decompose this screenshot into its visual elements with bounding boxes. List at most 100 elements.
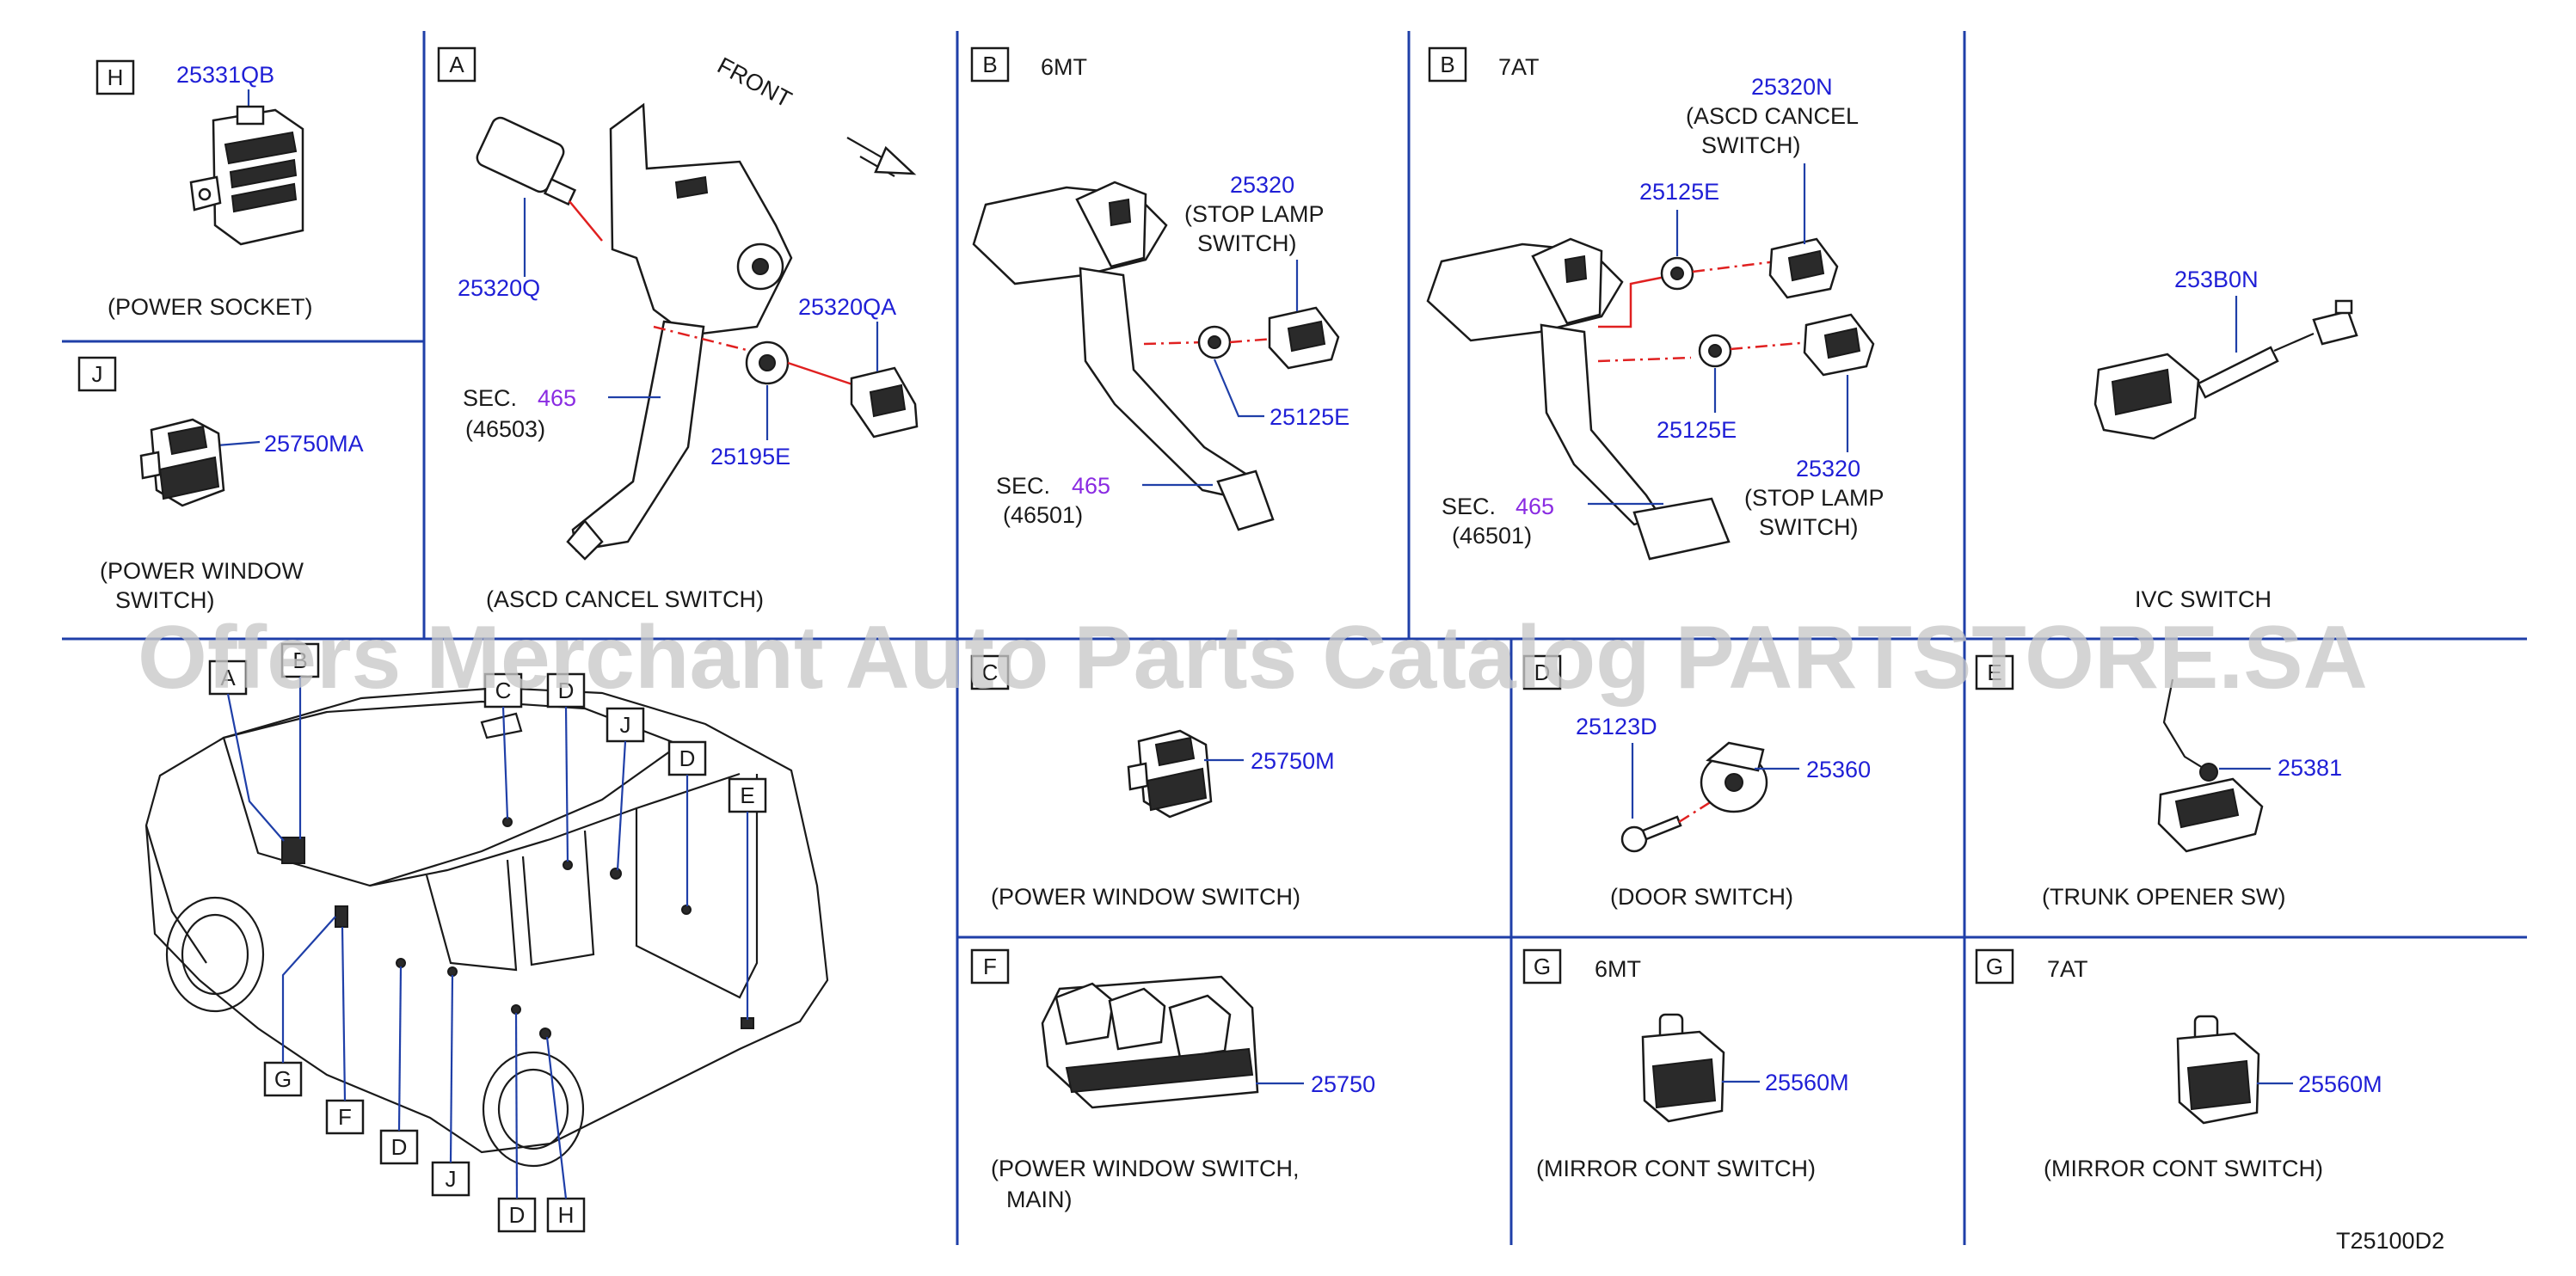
callout-d3[interactable]: D	[379, 966, 419, 1165]
panel-c: C 25750M (POWER WINDOW SWITCH)	[970, 654, 1335, 910]
panel-h-caption: (POWER SOCKET)	[108, 294, 313, 320]
panel-a: A FRONT 25320Q 25195E	[437, 46, 919, 612]
panel-a-part-bracket[interactable]: 25195E	[710, 444, 790, 469]
panel-e: E 25381 (TRUNK OPENER SW)	[1975, 654, 2342, 910]
vehicle-body-icon	[144, 686, 829, 1168]
ivc-caption: IVC SWITCH	[2135, 586, 2272, 612]
callout-j1[interactable]: J	[606, 707, 645, 871]
svg-text:J: J	[446, 1166, 457, 1192]
panel-g6-part-number[interactable]: 25560M	[1765, 1070, 1849, 1095]
panel-b7-n-line1: (ASCD CANCEL	[1686, 103, 1859, 129]
panel-g6-tag: G	[1534, 954, 1551, 979]
panel-b-6mt: B 6MT 25320 (STOP LAMP SWITCH) 25125E SE…	[970, 46, 1349, 531]
panel-b7-part-nut-top[interactable]: 25125E	[1639, 179, 1719, 205]
panel-b7-sec-ref: (46501)	[1452, 523, 1532, 549]
panel-d: D 25123D 25360 (DOOR SWITCH)	[1522, 654, 1871, 910]
svg-text:E: E	[740, 782, 754, 808]
svg-text:B: B	[292, 647, 307, 673]
trunk-opener-icon	[2157, 678, 2264, 853]
panel-g7-tag: G	[1986, 954, 2003, 979]
panel-j: J 25750MA (POWER WINDOW SWITCH)	[77, 356, 364, 613]
nut-7at-top-icon	[1660, 256, 1694, 291]
ascd-switch-qa-icon	[850, 366, 919, 439]
panel-c-part-number[interactable]: 25750M	[1251, 748, 1335, 774]
panel-d-part-bolt[interactable]: 25123D	[1576, 714, 1657, 739]
callout-h[interactable]: H	[545, 1036, 586, 1233]
callout-d4[interactable]: D	[497, 1012, 537, 1233]
callout-f[interactable]: F	[325, 926, 365, 1135]
panel-b7-label-line1: (STOP LAMP	[1744, 485, 1884, 511]
svg-text:D: D	[679, 745, 696, 771]
callout-e[interactable]: E	[728, 777, 767, 1020]
panel-b7-part-nut-bottom[interactable]: 25125E	[1657, 417, 1737, 443]
watermark: Offers Merchant Auto Parts Catalog PARTS…	[138, 608, 2368, 708]
panel-b6-part-number[interactable]: 25320	[1230, 172, 1294, 198]
panel-b6-label-line1: (STOP LAMP	[1184, 201, 1325, 227]
callout-c[interactable]: C	[483, 672, 523, 819]
panel-g6-caption: (MIRROR CONT SWITCH)	[1536, 1156, 1816, 1181]
ivc-part-number[interactable]: 253B0N	[2174, 267, 2259, 292]
callout-a[interactable]: A	[208, 659, 285, 842]
panel-a-part-switch[interactable]: 25320Q	[458, 275, 540, 301]
panel-d-caption: (DOOR SWITCH)	[1610, 884, 1793, 910]
panel-e-part-number[interactable]: 25381	[2278, 755, 2342, 781]
panel-f-caption-line1: (POWER WINDOW SWITCH,	[991, 1156, 1299, 1181]
panel-c-caption: (POWER WINDOW SWITCH)	[991, 884, 1300, 910]
panel-b7-label-line2: SWITCH)	[1759, 514, 1858, 540]
panel-g7-caption: (MIRROR CONT SWITCH)	[2044, 1156, 2323, 1181]
pedal-6mt-icon	[972, 181, 1275, 531]
panel-j-part-number[interactable]: 25750MA	[264, 431, 364, 457]
panel-b7-part-number[interactable]: 25320	[1796, 456, 1860, 482]
callout-d1[interactable]: D	[546, 672, 586, 862]
ivc-switch-icon	[2093, 299, 2358, 440]
pedal-7at-icon	[1426, 237, 1731, 561]
panel-g-7at: G 7AT 25560M (MIRROR CONT SWITCH)	[1975, 948, 2382, 1181]
panel-b6-part-nut[interactable]: 25125E	[1270, 404, 1349, 430]
stop-lamp-switch-7at-icon	[1803, 313, 1875, 377]
svg-text:J: J	[620, 712, 631, 738]
power-socket-icon	[189, 105, 304, 246]
panel-b6-sec-number[interactable]: 465	[1072, 473, 1110, 499]
panel-c-tag: C	[982, 659, 999, 685]
panel-a-sec-ref: (46503)	[465, 416, 545, 442]
callout-j2[interactable]: J	[431, 974, 470, 1197]
vehicle-callouts: A B C D J D E G F D J D H	[208, 642, 767, 1233]
panel-f: F 25750 (POWER WINDOW SWITCH, MAIN)	[970, 948, 1375, 1212]
svg-text:H: H	[558, 1202, 575, 1228]
panel-b7-part-n[interactable]: 25320N	[1751, 74, 1833, 100]
panel-a-part-qa[interactable]: 25320QA	[798, 294, 896, 320]
callout-d2[interactable]: D	[667, 740, 707, 906]
svg-text:F: F	[338, 1104, 352, 1130]
panel-b7-n-line2: SWITCH)	[1701, 132, 1800, 158]
panel-d-tag: D	[1534, 659, 1551, 685]
callout-g[interactable]: G	[263, 916, 336, 1097]
nut-7at-bottom-icon	[1698, 334, 1732, 368]
panel-d-part-number[interactable]: 25360	[1806, 757, 1871, 782]
panel-g7-part-number[interactable]: 25560M	[2298, 1071, 2382, 1097]
panel-h-part-number[interactable]: 25331QB	[176, 62, 274, 88]
window-switch-c-icon	[1127, 729, 1213, 819]
svg-text:D: D	[558, 678, 575, 703]
callout-b[interactable]: B	[280, 642, 320, 839]
diagram-code: T25100D2	[2336, 1228, 2444, 1254]
svg-text:C: C	[495, 678, 512, 703]
panel-b6-tag: B	[982, 52, 997, 77]
panel-g7-variant: 7AT	[2047, 956, 2088, 982]
mirror-switch-6mt-icon	[1641, 1013, 1725, 1123]
bolt-icon	[1620, 815, 1682, 853]
panel-b7-sec-number[interactable]: 465	[1515, 494, 1554, 519]
panel-a-caption: (ASCD CANCEL SWITCH)	[486, 586, 764, 612]
ascd-switch-7at-icon	[1768, 237, 1839, 299]
panel-f-part-number[interactable]: 25750	[1311, 1071, 1375, 1097]
panel-h: H 25331QB (POWER SOCKET)	[95, 59, 313, 320]
svg-text:A: A	[220, 665, 236, 690]
panel-dividers	[62, 31, 2527, 1245]
pedal-bracket-icon	[566, 102, 793, 561]
panel-a-sec-number[interactable]: 465	[538, 385, 576, 411]
panel-b7-variant: 7AT	[1498, 54, 1540, 80]
stop-lamp-switch-6mt-icon	[1268, 306, 1340, 370]
panel-b6-variant: 6MT	[1041, 54, 1087, 80]
panel-b-7at: B 7AT 25320N (ASCD CANCEL SWITCH)	[1426, 46, 1884, 561]
door-switch-icon	[1700, 741, 1768, 813]
ascd-switch-icon	[476, 116, 577, 206]
